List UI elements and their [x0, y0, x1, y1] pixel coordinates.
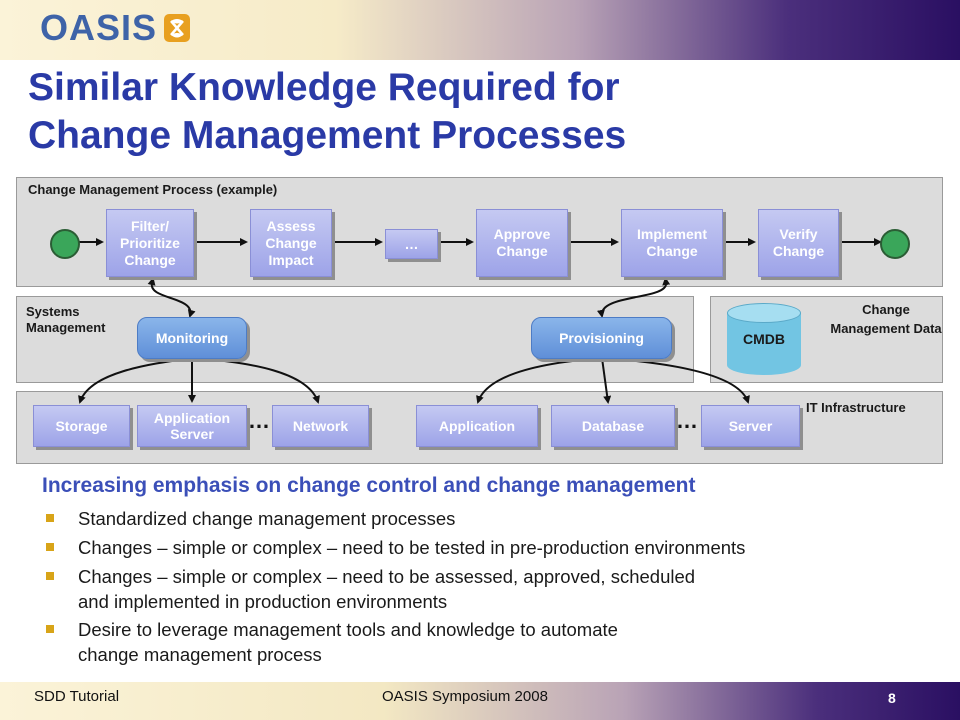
step-label: Filter/ Prioritize Change	[120, 217, 180, 268]
arrow-monitoring-storage	[78, 357, 193, 404]
bullet-square-icon	[46, 514, 54, 522]
process-start-node	[50, 229, 80, 259]
process-end-node	[880, 229, 910, 259]
bullet-text: Changes – simple or complex – need to be…	[78, 566, 696, 587]
cmdb-label: CMDB	[743, 331, 785, 347]
footer-center: OASIS Symposium 2008	[382, 688, 548, 705]
infra-network[interactable]: Network	[272, 405, 369, 447]
step-label: Assess Change Impact	[265, 217, 317, 268]
infra-server[interactable]: Server	[701, 405, 800, 447]
data-label-text: Change Management Data	[830, 302, 942, 336]
bullet-item: Standardized change management processes	[44, 504, 949, 533]
arrow-monitoring-network	[191, 357, 320, 404]
slide-title: Similar Knowledge Required for Change Ma…	[28, 64, 948, 160]
cmdb-database-icon: CMDB	[727, 303, 801, 375]
infra-ellipsis-2: …	[676, 408, 698, 433]
bullet-text-continued: change management process	[78, 644, 322, 665]
header-band	[0, 0, 960, 60]
arrow-filter-monitoring	[147, 277, 196, 318]
step-ellipsis[interactable]: …	[385, 229, 438, 259]
step-approve[interactable]: Approve Change	[476, 209, 568, 277]
systems-label-text: Systems Management	[26, 304, 106, 335]
step-implement[interactable]: Implement Change	[621, 209, 723, 277]
step-verify[interactable]: Verify Change	[758, 209, 839, 277]
arrow-provisioning-application	[476, 357, 603, 404]
oasis-logo: OASIS	[40, 6, 191, 50]
bullet-square-icon	[46, 625, 54, 633]
bullet-square-icon	[46, 572, 54, 580]
bullet-text: Standardized change management processes	[78, 508, 456, 529]
title-line-1: Similar Knowledge Required for	[28, 66, 620, 109]
bullet-text: Changes – simple or complex – need to be…	[78, 537, 746, 558]
title-line-2: Change Management Processes	[28, 114, 627, 157]
bullet-item: Desire to leverage management tools and …	[44, 615, 949, 668]
logo-mark-icon	[163, 13, 191, 43]
bullet-list: Standardized change management processes…	[44, 504, 949, 668]
bullet-square-icon	[46, 543, 54, 551]
arrow-provisioning-database	[601, 357, 612, 404]
step-label: Implement Change	[636, 226, 707, 259]
infra-storage[interactable]: Storage	[33, 405, 130, 447]
page-number: 8	[888, 690, 896, 706]
bullet-text-continued: and implemented in production environmen…	[78, 591, 448, 612]
footer-band	[0, 682, 960, 720]
step-label: Verify Change	[772, 226, 825, 259]
arrow-provisioning-server	[601, 357, 750, 404]
logo-text: OASIS	[40, 7, 158, 48]
provisioning-pill[interactable]: Provisioning	[531, 317, 672, 359]
bullet-item: Changes – simple or complex – need to be…	[44, 533, 949, 562]
infra-application-server[interactable]: Application Server	[137, 405, 247, 447]
footer-left: SDD Tutorial	[34, 688, 120, 705]
step-assess-impact[interactable]: Assess Change Impact	[250, 209, 332, 277]
data-panel-label: Change Management Data	[826, 300, 946, 338]
process-panel-label: Change Management Process (example)	[28, 182, 278, 197]
step-label: …	[404, 235, 419, 252]
bullet-item: Changes – simple or complex – need to be…	[44, 562, 949, 615]
cmdb-top	[727, 303, 801, 323]
systems-panel-label: Systems Management	[26, 304, 136, 336]
monitoring-pill[interactable]: Monitoring	[137, 317, 247, 359]
infra-application[interactable]: Application	[416, 405, 538, 447]
infra-ellipsis-1: …	[248, 408, 270, 433]
step-label: Approve Change	[493, 226, 551, 259]
bullet-text: Desire to leverage management tools and …	[78, 619, 618, 640]
infra-database[interactable]: Database	[551, 405, 675, 447]
step-filter-prioritize[interactable]: Filter/ Prioritize Change	[106, 209, 194, 277]
arrow-implement-provisioning	[597, 277, 671, 318]
infra-panel-label: IT Infrastructure	[806, 400, 906, 415]
section-heading: Increasing emphasis on change control an…	[42, 474, 696, 497]
